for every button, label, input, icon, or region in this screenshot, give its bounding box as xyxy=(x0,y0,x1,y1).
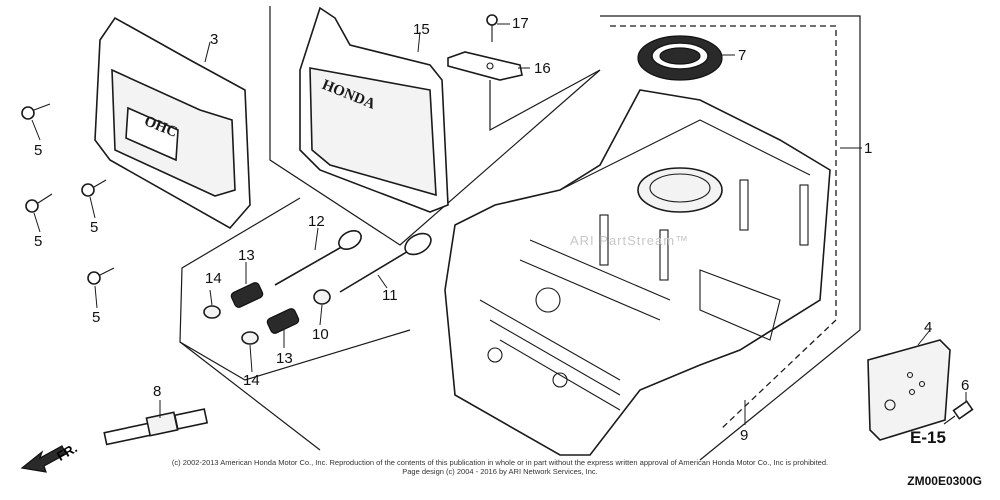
callout-14-a: 14 xyxy=(205,270,222,287)
callout-5-a: 5 xyxy=(34,142,42,159)
bracket-16[interactable] xyxy=(447,51,523,81)
callout-8: 8 xyxy=(153,383,161,400)
front-direction-label: FR. xyxy=(54,440,80,463)
diagram-code: ZM00E0300G xyxy=(907,474,982,488)
rocker-cover-ohc[interactable]: OHC xyxy=(94,16,251,230)
bolt-5-b[interactable] xyxy=(25,193,53,213)
callout-1: 1 xyxy=(864,140,872,157)
retainer-14-a[interactable] xyxy=(203,305,221,319)
valve-seal-10[interactable] xyxy=(313,289,331,305)
callout-5-c: 5 xyxy=(90,219,98,236)
bolt-6[interactable] xyxy=(943,400,974,425)
callout-13-b: 13 xyxy=(276,350,293,367)
copyright-notice: (c) 2002-2013 American Honda Motor Co., … xyxy=(120,458,880,476)
front-direction-arrow: FR. xyxy=(20,440,80,473)
valve-spring-13-a[interactable] xyxy=(230,281,264,308)
callout-14-b: 14 xyxy=(243,372,260,389)
cylinder-block-1[interactable] xyxy=(444,89,831,456)
bolt-5-c[interactable] xyxy=(81,179,107,197)
callout-6: 6 xyxy=(961,377,969,394)
callout-17: 17 xyxy=(512,15,529,32)
callout-3: 3 xyxy=(210,31,218,48)
leader-lines xyxy=(31,23,967,425)
watermark: ARI PartStream™ xyxy=(570,233,690,248)
block-group-frame xyxy=(600,15,861,461)
oil-seal-7[interactable] xyxy=(637,35,723,81)
callout-11: 11 xyxy=(382,287,398,304)
callout-15: 15 xyxy=(413,21,430,38)
bolt-5-d[interactable] xyxy=(87,267,115,285)
valve-spring-13-b[interactable] xyxy=(266,307,300,334)
bolt-17[interactable] xyxy=(486,14,498,42)
section-reference[interactable]: E-15 xyxy=(910,428,946,447)
cover-plate-4[interactable] xyxy=(867,339,951,441)
rocker-cover-honda[interactable]: HONDA xyxy=(299,6,449,213)
callout-5-d: 5 xyxy=(92,309,100,326)
callout-16: 16 xyxy=(534,60,551,77)
valve-11[interactable] xyxy=(339,229,435,293)
spark-plug-8[interactable] xyxy=(103,408,209,446)
cover-group-frame xyxy=(269,6,601,246)
head-group-frame xyxy=(179,341,321,451)
bracket-frame xyxy=(489,69,601,132)
copyright-line-1: (c) 2002-2013 American Honda Motor Co., … xyxy=(171,458,829,467)
callout-10: 10 xyxy=(312,326,329,343)
bolt-5-a[interactable] xyxy=(21,103,51,120)
block-dashed-frame xyxy=(610,25,837,431)
valve-12[interactable] xyxy=(274,227,364,286)
callout-5-b: 5 xyxy=(34,233,42,250)
callout-13-a: 13 xyxy=(238,247,255,264)
callout-9: 9 xyxy=(740,427,748,444)
callout-4: 4 xyxy=(924,319,932,336)
retainer-14-b[interactable] xyxy=(241,331,259,345)
callout-12: 12 xyxy=(308,213,325,230)
copyright-line-2: Page design (c) 2004 - 2016 by ARI Netwo… xyxy=(402,467,598,476)
valve-group-frame xyxy=(179,197,411,381)
callout-7: 7 xyxy=(738,47,746,64)
